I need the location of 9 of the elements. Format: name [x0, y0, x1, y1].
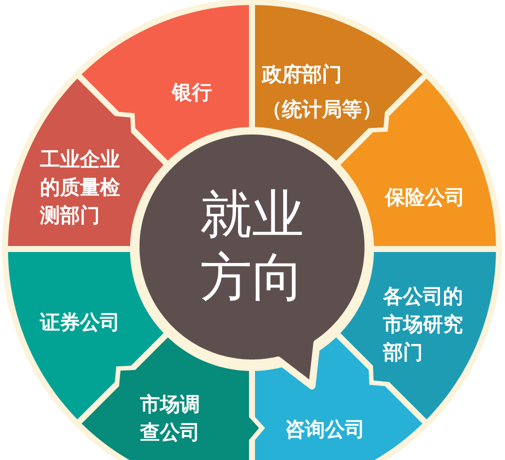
segment-label: 政府部门（统计局等） [262, 62, 383, 123]
segment-label: 证券公司 [40, 311, 120, 335]
segment-label: 保险公司 [385, 186, 465, 210]
segment-label: 市场调查公司 [140, 392, 201, 446]
segment-label: 工业企业的质量检测部门 [40, 148, 121, 229]
segment-label: 各公司的市场研究部门 [383, 285, 464, 366]
hub-label: 就业方向 [199, 185, 305, 309]
segment-label: 银行 [172, 81, 212, 105]
segment-label: 咨询公司 [285, 418, 365, 442]
